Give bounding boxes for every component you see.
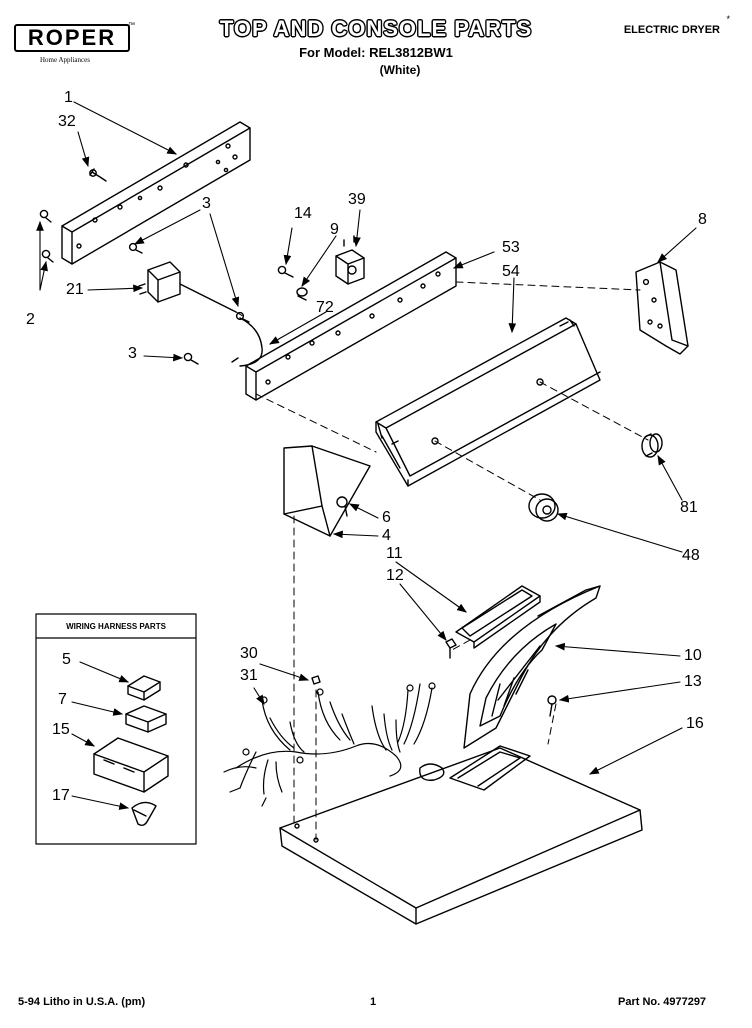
callout-48: 48 <box>682 547 700 564</box>
control-knob <box>641 433 663 458</box>
callout-1: 1 <box>64 89 73 106</box>
lint-screen <box>455 585 541 649</box>
screw-13 <box>547 695 557 717</box>
footer-part-number: Part No. 4977297 <box>618 996 707 1008</box>
dryer-top <box>279 745 643 925</box>
callout-39: 39 <box>348 191 366 208</box>
product-type-asterisk: * <box>726 14 730 24</box>
page-title: TOP AND CONSOLE PARTS <box>219 16 533 41</box>
control-console <box>231 251 457 401</box>
callout-4: 4 <box>382 527 391 544</box>
logo-trademark: ™ <box>128 22 135 29</box>
push-switch <box>335 235 365 285</box>
alignment-lines <box>235 281 649 841</box>
wiring-box-title: WIRING HARNESS PARTS <box>66 622 166 631</box>
callout-81: 81 <box>680 499 698 516</box>
callout-72: 72 <box>316 299 334 316</box>
wire-clip-30 <box>311 675 321 685</box>
callout-31: 31 <box>240 667 258 684</box>
callout-32: 32 <box>58 113 76 130</box>
console-back-panel <box>375 317 601 487</box>
callout-5: 5 <box>62 651 71 668</box>
callout-10: 10 <box>684 647 702 664</box>
callout-17: 17 <box>52 787 70 804</box>
callout-3-lower: 3 <box>128 345 137 362</box>
lint-cover <box>463 585 601 749</box>
timer-knob <box>528 493 559 522</box>
callout-21: 21 <box>66 281 84 298</box>
logo-wordmark: ROPER <box>14 24 130 52</box>
callout-53: 53 <box>502 239 520 256</box>
callout-12: 12 <box>386 567 404 584</box>
callout-2: 2 <box>26 311 35 328</box>
leader-arrows <box>36 101 697 810</box>
callout-30: 30 <box>240 645 258 662</box>
product-type: ELECTRIC DRYER <box>623 24 720 36</box>
callout-15: 15 <box>52 721 70 738</box>
screw-12 <box>445 638 457 659</box>
timer-assembly <box>138 261 237 313</box>
console-bracket <box>283 445 371 537</box>
callout-14: 14 <box>294 205 312 222</box>
callout-13: 13 <box>684 673 702 690</box>
screws-rear-panel <box>39 168 143 263</box>
logo-subtitle: Home Appliances <box>40 56 90 64</box>
screw-14 <box>277 265 294 278</box>
rear-console-panel <box>61 121 251 265</box>
indicator-bracket <box>296 287 308 301</box>
callout-54: 54 <box>502 263 520 280</box>
wiring-harness <box>223 682 436 807</box>
callout-16: 16 <box>686 715 704 732</box>
model-color: (White) <box>379 63 421 77</box>
model-number: For Model: REL3812BW1 <box>299 45 453 60</box>
callout-7: 7 <box>58 691 67 708</box>
callout-6: 6 <box>382 509 391 526</box>
footer-page-number: 1 <box>370 996 377 1008</box>
callout-11: 11 <box>386 545 403 562</box>
callout-3: 3 <box>202 195 211 212</box>
wiring-harness-box <box>35 613 197 845</box>
roper-logo: ROPER ™ Home Appliances <box>14 22 135 64</box>
footer-litho: 5-94 Litho in U.S.A. (pm) <box>18 996 146 1008</box>
callout-8: 8 <box>698 211 707 228</box>
screw-3-lower <box>183 311 250 365</box>
console-end-cap <box>635 261 689 355</box>
callout-9: 9 <box>330 221 339 238</box>
